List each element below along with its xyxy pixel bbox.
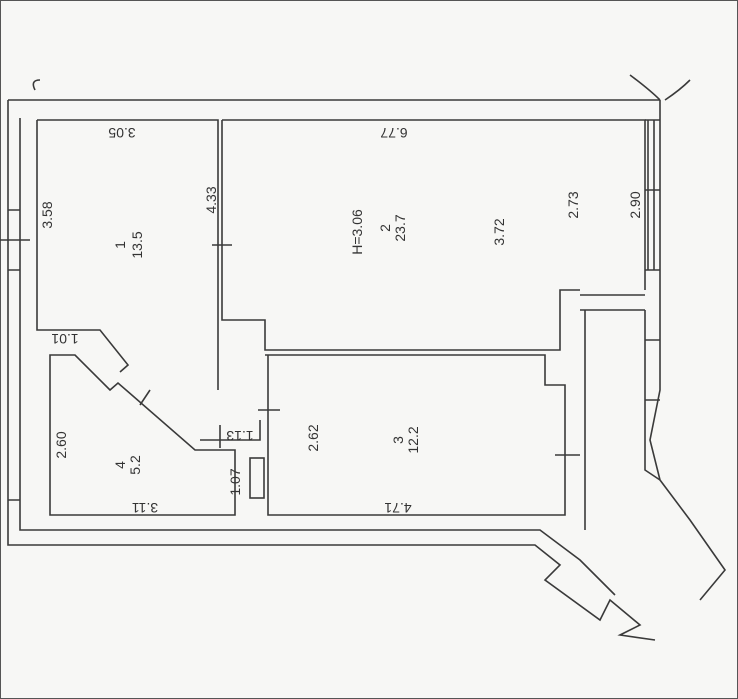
dim-r2-right-outer: 2.90 <box>627 191 643 218</box>
room-1-number: 1 <box>112 241 128 249</box>
room-3-number: 3 <box>390 436 406 444</box>
dim-r4-top-right: 1.13 <box>226 428 253 444</box>
dim-r3-left: 2.62 <box>305 424 321 451</box>
dim-r2-right-inner: 2.73 <box>565 191 581 218</box>
dim-r2-mid: 3.72 <box>491 218 507 245</box>
room-4-number: 4 <box>112 461 128 469</box>
dim-r4-left: 2.60 <box>53 431 69 458</box>
dim-r1-left: 3.58 <box>39 201 55 228</box>
dim-r4-bottom: 3.11 <box>132 500 158 516</box>
room-4-area: 5.2 <box>127 455 143 475</box>
walls <box>0 74 727 641</box>
room-2-height: H=3.06 <box>349 209 365 255</box>
dim-r1-right: 4.33 <box>203 186 219 213</box>
dim-r1-top: 3.05 <box>108 125 135 141</box>
dim-r3-bottom: 4.71 <box>384 500 411 516</box>
room-2-area: 23.7 <box>392 214 408 241</box>
dim-r4-right: 1.07 <box>227 468 243 495</box>
dim-r1-bottom: 1.01 <box>51 331 78 347</box>
room-1-area: 13.5 <box>129 231 145 258</box>
dim-r2-top: 6.77 <box>380 125 407 141</box>
room-3-area: 12.2 <box>405 426 421 453</box>
room-2-number: 2 <box>377 224 393 232</box>
